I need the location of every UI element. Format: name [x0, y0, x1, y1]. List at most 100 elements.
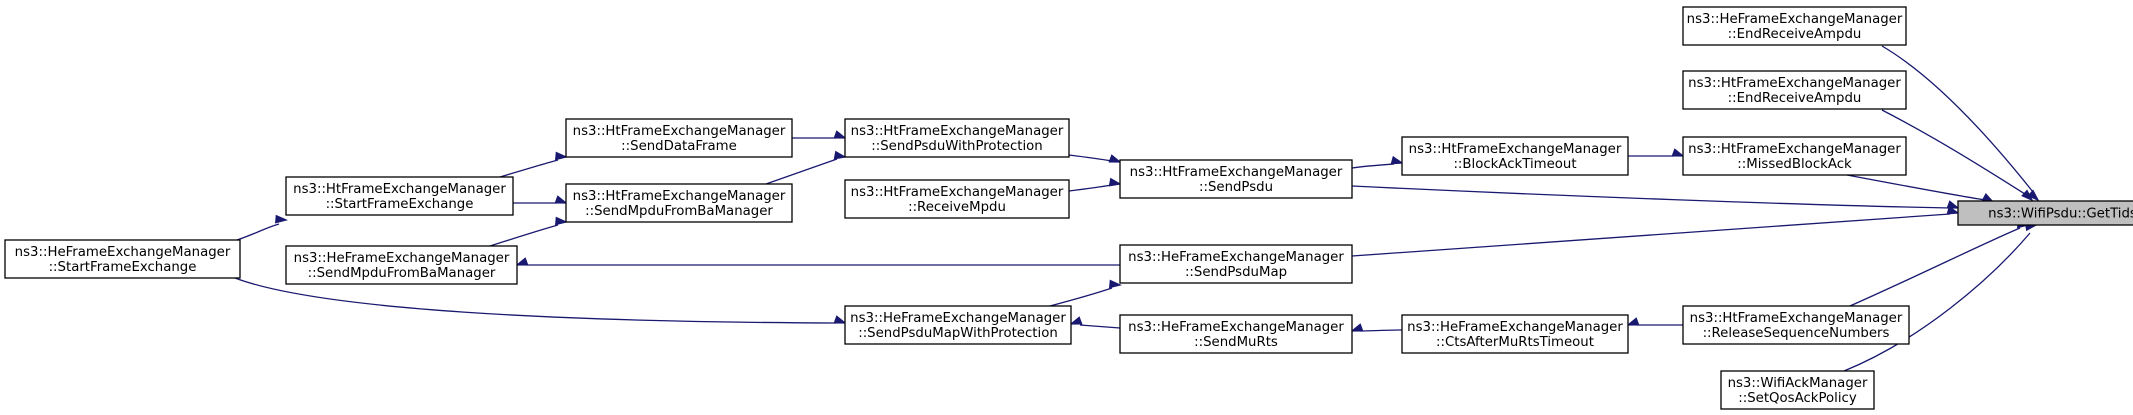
node-wifi-ack-set-qos-ack-policy[interactable]: ns3::WifiAckManager::SetQosAckPolicy: [1720, 370, 1875, 410]
edge-arrowhead: [1671, 148, 1685, 157]
node-label-line: ns3::HtFrameExchangeManager: [851, 185, 1064, 200]
node-ht-send-data-frame[interactable]: ns3::HtFrameExchangeManager::SendDataFra…: [565, 118, 793, 158]
node-box: [1401, 136, 1629, 176]
node-ht-release-sequence-numbers[interactable]: ns3::HtFrameExchangeManager::ReleaseSequ…: [1682, 305, 1910, 345]
node-box: [1682, 70, 1907, 110]
node-label-line: ::EndReceiveAmpdu: [1728, 91, 1862, 106]
edge-arrowhead: [1390, 155, 1404, 165]
node-label-line: ns3::HtFrameExchangeManager: [1130, 165, 1343, 180]
edge-arrowhead: [554, 216, 568, 226]
node-label-line: ::SendPsduMapWithProtection: [858, 326, 1058, 341]
node-label-line: ns3::HeFrameExchangeManager: [15, 245, 231, 260]
node-label-line: ns3::HtFrameExchangeManager: [293, 182, 506, 197]
node-label-line: ns3::HeFrameExchangeManager: [294, 251, 510, 266]
node-box: [4, 239, 241, 279]
node-label-line: ns3::HtFrameExchangeManager: [1690, 311, 1903, 326]
edge-arrowhead: [1108, 177, 1122, 187]
edge-he_cts_after_mu_rts_timeout-to-he_send_mu_rts: [1359, 329, 1403, 332]
edge-arrowhead: [1069, 316, 1083, 325]
call-graph-edges: [234, 45, 2040, 372]
node-ht-receive-mpdu[interactable]: ns3::HtFrameExchangeManager::ReceiveMpdu: [844, 179, 1070, 219]
edge-arrowhead: [1108, 154, 1122, 163]
node-ht-send-psdu[interactable]: ns3::HtFrameExchangeManager::SendPsdu: [1119, 159, 1353, 199]
node-label-line: ns3::HtFrameExchangeManager: [573, 124, 786, 139]
node-label-line: ::SendPsduMap: [1185, 265, 1287, 280]
node-ht-block-ack-timeout[interactable]: ns3::HtFrameExchangeManager::BlockAckTim…: [1401, 136, 1629, 176]
edge-arrowhead: [1108, 279, 1122, 289]
edge-arrowhead: [554, 151, 568, 161]
node-label-line: ::BlockAckTimeout: [1453, 157, 1576, 172]
edge-ht_missed_block_ack-to-get_tids: [1846, 174, 1986, 201]
edge-ht_send_psdu-to-get_tids: [1351, 185, 1951, 209]
node-label-line: ::SendMpduFromBaManager: [308, 266, 496, 281]
edge-he_send_mu_rts-to-he_send_psdu_map_with_protection: [1079, 324, 1121, 329]
edge-ht_start_frame_exchange-to-ht_send_data_frame: [499, 159, 559, 178]
node-label-line: ::CtsAfterMuRtsTimeout: [1436, 335, 1594, 350]
edge-arrowhead: [833, 315, 847, 324]
node-box: [1682, 136, 1907, 176]
node-label-line: ::SetQosAckPolicy: [1738, 391, 1857, 406]
node-box: [844, 118, 1070, 158]
node-he-cts-after-mu-rts-timeout[interactable]: ns3::HeFrameExchangeManager::CtsAfterMuR…: [1401, 314, 1629, 354]
node-label-line: ns3::HtFrameExchangeManager: [851, 124, 1064, 139]
node-he-send-mpdu-from-ba-manager[interactable]: ns3::HeFrameExchangeManager::SendMpduFro…: [285, 245, 518, 285]
edge-arrowhead: [275, 214, 288, 224]
node-box: [844, 305, 1072, 345]
node-box: [565, 118, 793, 158]
edge-arrowhead: [1626, 317, 1640, 326]
node-label-line: ns3::HeFrameExchangeManager: [1128, 250, 1344, 265]
node-he-end-receive-ampdu[interactable]: ns3::HeFrameExchangeManager::EndReceiveA…: [1682, 6, 1907, 46]
edge-arrowhead: [833, 150, 847, 160]
edge-he_send_mpdu_from_ba_manager-to-ht_send_mpdu_from_ba_manager: [489, 224, 559, 247]
edge-ht_receive_mpdu-to-ht_send_psdu: [1068, 184, 1113, 192]
node-ht-start-frame-exchange[interactable]: ns3::HtFrameExchangeManager::StartFrameE…: [285, 176, 514, 216]
node-label-line: ns3::HtFrameExchangeManager: [1688, 142, 1901, 157]
node-box: [1720, 370, 1875, 410]
node-label-line: ::StartFrameExchange: [49, 260, 197, 275]
node-box: [1119, 244, 1353, 284]
edge-he_send_psdu_map-to-get_tids: [1351, 213, 1951, 257]
edge-arrowhead: [1946, 200, 1960, 209]
call-graph-nodes: ns3::WifiPsdu::GetTidsns3::HeFrameExchan…: [4, 6, 2133, 410]
edge-arrowhead: [515, 257, 529, 266]
node-label-line: ns3::HeFrameExchangeManager: [850, 311, 1066, 326]
node-he-start-frame-exchange[interactable]: ns3::HeFrameExchangeManager::StartFrameE…: [4, 239, 241, 279]
node-box: [285, 176, 514, 216]
node-ht-end-receive-ampdu[interactable]: ns3::HtFrameExchangeManager::EndReceiveA…: [1682, 70, 1907, 110]
node-ht-missed-block-ack[interactable]: ns3::HtFrameExchangeManager::MissedBlock…: [1682, 136, 1907, 176]
node-label-line: ns3::HtFrameExchangeManager: [573, 189, 786, 204]
node-he-send-psdu-map[interactable]: ns3::HeFrameExchangeManager::SendPsduMap: [1119, 244, 1353, 284]
edge-he_start_frame_exchange-to-he_send_psdu_map_with_protection: [234, 277, 837, 324]
node-get-tids[interactable]: ns3::WifiPsdu::GetTids: [1957, 200, 2133, 226]
node-label-line: ::SendPsduWithProtection: [871, 139, 1043, 154]
node-label-line: ::SendDataFrame: [621, 139, 737, 154]
edge-ht_send_mpdu_from_ba_manager-to-ht_send_psdu_with_protection: [765, 158, 838, 185]
edge-ht_send_psdu-to-ht_block_ack_timeout: [1351, 163, 1395, 169]
edge-he_start_frame_exchange-to-ht_start_frame_exchange: [236, 223, 280, 241]
edge-ht_end_receive_ampdu-to-get_tids: [1881, 109, 2026, 195]
node-label-line: ns3::HeFrameExchangeManager: [1407, 320, 1623, 335]
node-box: [1119, 159, 1353, 199]
edge-arrowhead: [1350, 323, 1364, 332]
edge-arrowhead: [2027, 189, 2040, 202]
edge-ht_send_psdu_with_protection-to-ht_send_psdu: [1068, 154, 1113, 162]
node-he-send-mu-rts[interactable]: ns3::HeFrameExchangeManager::SendMuRts: [1119, 314, 1353, 354]
node-label-line: ns3::HeFrameExchangeManager: [1687, 12, 1903, 27]
node-label-line: ::MissedBlockAck: [1737, 157, 1852, 172]
node-label-line: ::SendPsdu: [1199, 180, 1273, 195]
node-ht-send-mpdu-from-ba-manager[interactable]: ns3::HtFrameExchangeManager::SendMpduFro…: [565, 183, 793, 223]
node-box: [1119, 314, 1353, 354]
edge-he_send_psdu_map_with_protection-to-he_send_psdu_map: [1049, 287, 1113, 307]
node-box: [1957, 200, 2133, 226]
node-label-line: ::SendMuRts: [1194, 335, 1278, 350]
node-box: [565, 183, 793, 223]
node-he-send-psdu-map-with-protection[interactable]: ns3::HeFrameExchangeManager::SendPsduMap…: [844, 305, 1072, 345]
node-label-line: ::ReceiveMpdu: [908, 200, 1006, 215]
node-label-line: ::SendMpduFromBaManager: [585, 204, 773, 219]
node-label-line: ::StartFrameExchange: [326, 197, 474, 212]
node-label-line: ::EndReceiveAmpdu: [1728, 27, 1862, 42]
node-ht-send-psdu-with-protection[interactable]: ns3::HtFrameExchangeManager::SendPsduWit…: [844, 118, 1070, 158]
node-label-line: ns3::HeFrameExchangeManager: [1128, 320, 1344, 335]
node-box: [1401, 314, 1629, 354]
